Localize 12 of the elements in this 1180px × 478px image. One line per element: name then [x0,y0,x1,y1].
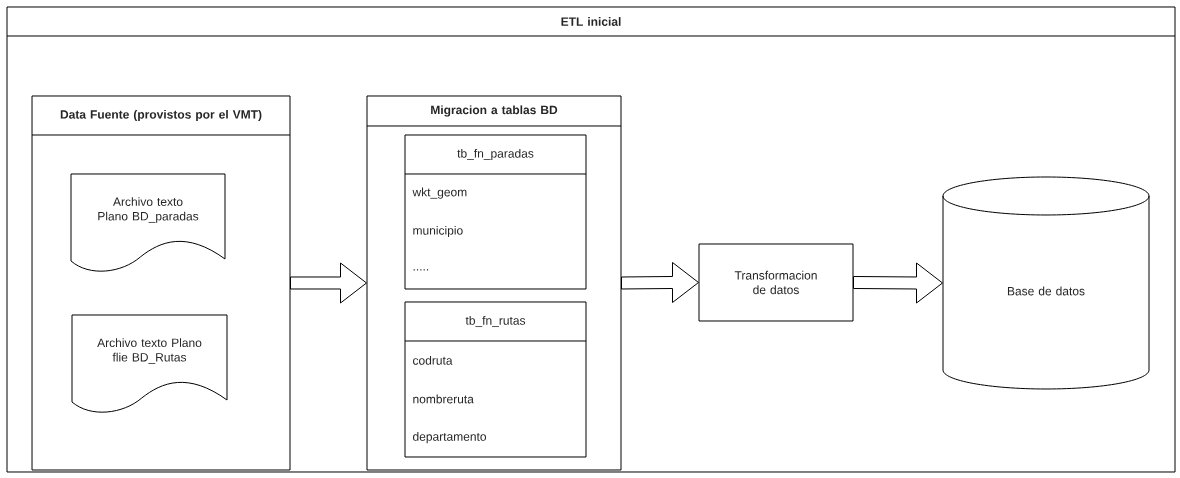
node-label: Base de datos [1007,286,1085,296]
field-text: wkt_geom [412,187,467,199]
database-cylinder: Base de datos [942,176,1150,390]
field-text: ..... [413,269,429,271]
field-text: municipio [413,225,463,238]
field-text: codruta [413,355,453,365]
block-arrow [621,262,699,303]
block-arrow [290,262,367,304]
field-text: nombreruta [413,394,474,404]
field-text: departamento [413,432,487,444]
block-arrow [853,262,943,304]
process-box: Transformacion de datos [698,243,854,322]
